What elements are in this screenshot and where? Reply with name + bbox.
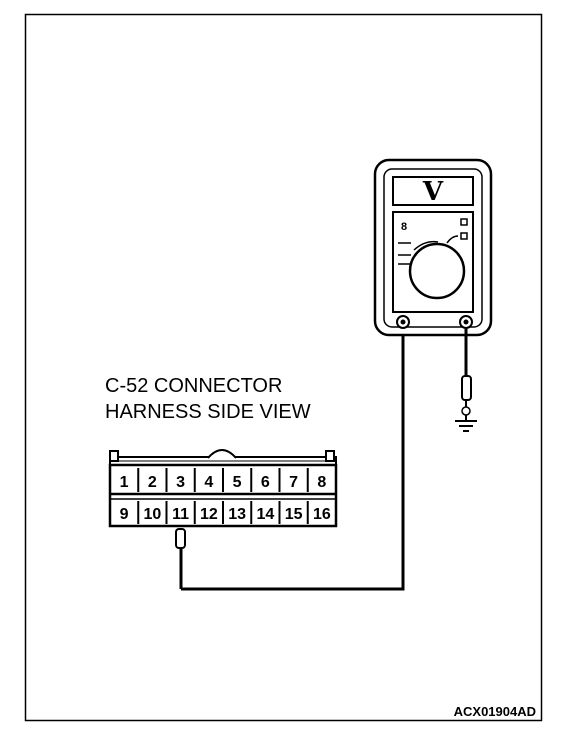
probe-pin-11: [175, 528, 186, 549]
pin-label-9: 9: [120, 506, 129, 523]
voltmeter-indicator-1: [460, 218, 468, 226]
pin-label-16: 16: [313, 506, 331, 523]
voltmeter-selector-mark: 8: [401, 221, 407, 233]
voltmeter-dial-scale: [413, 240, 439, 251]
pin-label-14: 14: [256, 506, 274, 523]
pin-label-12: 12: [200, 506, 218, 523]
figure-code: ACX01904AD: [454, 704, 536, 719]
ground-probe: [461, 375, 472, 401]
connector-latch: [207, 449, 237, 459]
pin-label-1: 1: [120, 474, 129, 491]
voltmeter: V 8: [373, 158, 493, 337]
pin-label-4: 4: [204, 474, 213, 491]
ground-clip: [461, 406, 471, 416]
voltmeter-display: [392, 176, 474, 206]
pin-label-11: 11: [172, 506, 189, 523]
connector-title-line1: C-52 CONNECTOR: [105, 375, 282, 397]
figure-frame: [24, 13, 543, 722]
pin-label-2: 2: [148, 474, 157, 491]
pin-label-8: 8: [317, 474, 326, 491]
pin-label-6: 6: [261, 474, 270, 491]
connector-title-line2: HARNESS SIDE VIEW: [105, 401, 311, 423]
connector-left-lug: [109, 450, 119, 462]
voltmeter-dial: [408, 242, 466, 300]
pin-label-5: 5: [233, 474, 242, 491]
pin-label-13: 13: [228, 506, 246, 523]
voltmeter-display-unit: V: [422, 177, 444, 207]
pin-label-3: 3: [176, 474, 185, 491]
pin-label-7: 7: [289, 474, 298, 491]
pin-label-15: 15: [285, 506, 303, 523]
test-lead-wire: [181, 329, 405, 591]
connector-right-lug: [325, 450, 335, 462]
ground-symbol: [455, 420, 477, 432]
pin-label-10: 10: [143, 506, 161, 523]
voltmeter-indicator-2: [460, 232, 468, 240]
